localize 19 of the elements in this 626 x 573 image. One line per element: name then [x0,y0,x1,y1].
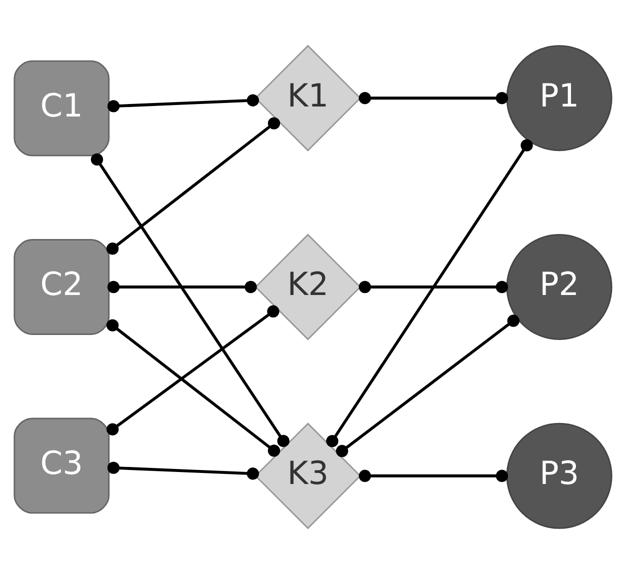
node-box: C3 [14,417,110,514]
node-diamond: K2 [254,233,362,340]
connector [106,318,280,456]
connector [106,116,280,254]
node-diamond: K1 [254,44,362,151]
connector [336,314,520,457]
connector [107,94,259,112]
connector [326,138,533,447]
node-circle: P3 [506,422,612,528]
connector [358,92,508,104]
connector [90,152,290,447]
node-diamond: K3 [254,422,362,529]
node-box: C2 [14,238,110,334]
connector [106,304,280,435]
connector [107,461,259,480]
node-box: C1 [14,60,110,156]
connector [358,469,508,482]
connector [358,280,508,293]
connector [107,280,257,293]
